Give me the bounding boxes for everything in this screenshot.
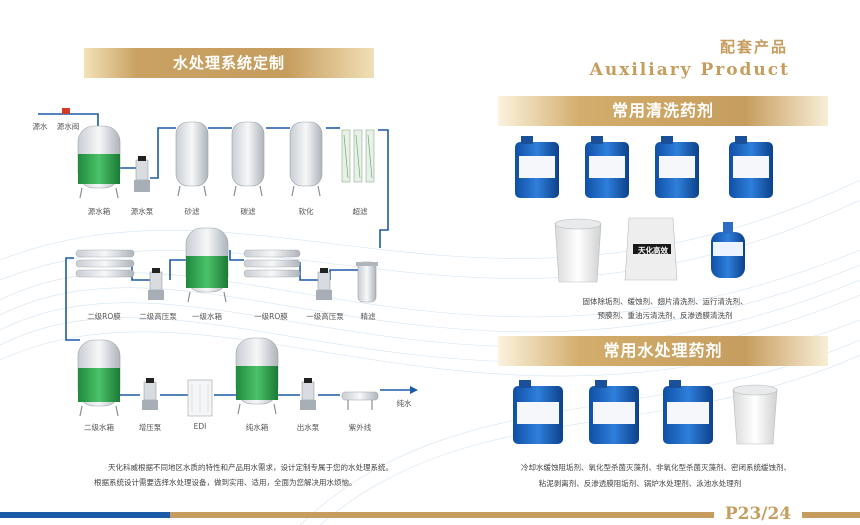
booster-pump bbox=[142, 378, 158, 410]
label-secondary-hp-pump: 二级高压泵 bbox=[139, 312, 177, 321]
pure-water-tank bbox=[235, 337, 279, 415]
treatment-agents-text-2: 粘泥剥离剂、反渗透膜阻垢剂、锅炉水处理剂、泳池水处理剂 bbox=[538, 479, 742, 488]
secondary-high-pressure-pump bbox=[148, 268, 164, 300]
auxiliary-heading-cn: 配套产品 bbox=[719, 38, 788, 56]
primary-water-tank bbox=[185, 227, 229, 303]
outlet-pump bbox=[300, 378, 316, 410]
label-source-valve: 源水阀 bbox=[56, 122, 80, 131]
white-pail bbox=[554, 218, 602, 283]
label-pure-water-output: 纯水 bbox=[396, 399, 412, 408]
blue-jerrycan-2 bbox=[585, 136, 629, 198]
edi-unit bbox=[187, 379, 213, 417]
water-system-banner: 水处理系统定制 bbox=[84, 48, 374, 78]
label-softener: 软化 bbox=[298, 207, 314, 216]
bag-label: 天化高效 bbox=[638, 246, 668, 255]
treatment-jerrycan-3 bbox=[663, 380, 713, 444]
blue-bottle bbox=[711, 222, 745, 278]
label-source-pump: 源水泵 bbox=[130, 207, 154, 216]
label-outlet-pump: 出水泵 bbox=[296, 423, 320, 432]
label-primary-hp-pump: 一级高压泵 bbox=[306, 312, 344, 321]
label-pure-water-tank: 纯水箱 bbox=[245, 423, 269, 432]
secondary-water-tank bbox=[77, 339, 121, 417]
treatment-jerrycan-2 bbox=[589, 380, 639, 444]
treatment-agents-banner: 常用水处理药剂 bbox=[498, 336, 828, 366]
blue-jerrycan-4 bbox=[729, 136, 773, 198]
chemical-bag bbox=[624, 217, 678, 281]
source-valve bbox=[62, 108, 70, 114]
footer-blue-line bbox=[0, 512, 170, 518]
blue-jerrycan-3 bbox=[655, 136, 699, 198]
treatment-products-image bbox=[513, 380, 778, 445]
label-sand-filter: 砂滤 bbox=[184, 207, 200, 216]
description-line-2: 根据系统设计需要选择水处理设备，做到实用、适用，全面为您解决用水烦恼。 bbox=[94, 478, 357, 487]
page-number: P23/24 bbox=[714, 503, 802, 525]
source-pump bbox=[134, 156, 150, 192]
carbon-filter bbox=[231, 121, 265, 197]
cleaning-products-image bbox=[515, 136, 773, 283]
treatment-white-pail bbox=[732, 384, 778, 445]
label-source-water: 源水 bbox=[32, 122, 48, 131]
water-treatment-diagram bbox=[38, 108, 418, 417]
label-fine-filter: 精滤 bbox=[360, 312, 376, 321]
primary-high-pressure-pump bbox=[316, 268, 332, 300]
primary-ro-membrane bbox=[243, 249, 301, 278]
label-booster-pump: 增压泵 bbox=[138, 423, 162, 432]
sand-filter bbox=[175, 121, 209, 197]
fine-filter bbox=[356, 261, 378, 303]
label-primary-tank: 一级水箱 bbox=[192, 312, 222, 321]
auxiliary-heading-en: Auxiliary Product bbox=[589, 60, 790, 80]
label-ultrafiltration: 超滤 bbox=[352, 207, 368, 216]
cleaning-agents-text-1: 固体除垢剂、缓蚀剂、翅片清洗剂、运行清洗剂、 bbox=[582, 297, 748, 306]
uv-sterilizer bbox=[341, 391, 379, 410]
treatment-jerrycan-1 bbox=[513, 380, 563, 444]
cleaning-agents-banner: 常用清洗药剂 bbox=[498, 96, 828, 126]
label-primary-ro: 一级RO膜 bbox=[254, 312, 288, 321]
label-carbon-filter: 碳滤 bbox=[240, 207, 256, 216]
label-secondary-ro: 二级RO膜 bbox=[87, 312, 121, 321]
ultrafiltration bbox=[341, 129, 375, 183]
label-uv: 紫外线 bbox=[348, 423, 372, 432]
label-secondary-tank: 二级水箱 bbox=[84, 423, 114, 432]
softener bbox=[289, 121, 323, 197]
footer-gold-line bbox=[0, 512, 860, 518]
secondary-ro-membrane bbox=[75, 249, 135, 278]
source-water-tank bbox=[77, 125, 121, 199]
description-line-1: 天化科威根据不同地区水质的特性和产品用水需求，设计定制专属于您的水处理系统。 bbox=[108, 463, 393, 472]
treatment-agents-text-1: 冷却水缓蚀阻垢剂、氧化型杀菌灭藻剂、非氧化型杀菌灭藻剂、密闭系统缓蚀剂、 bbox=[521, 463, 791, 472]
label-edi: EDI bbox=[193, 422, 207, 431]
blue-jerrycan-1 bbox=[515, 136, 559, 198]
label-source-water-tank: 源水箱 bbox=[87, 207, 111, 216]
cleaning-agents-text-2: 预膜剂、重油污清洗剂、反渗透膜清洗剂 bbox=[597, 311, 733, 320]
